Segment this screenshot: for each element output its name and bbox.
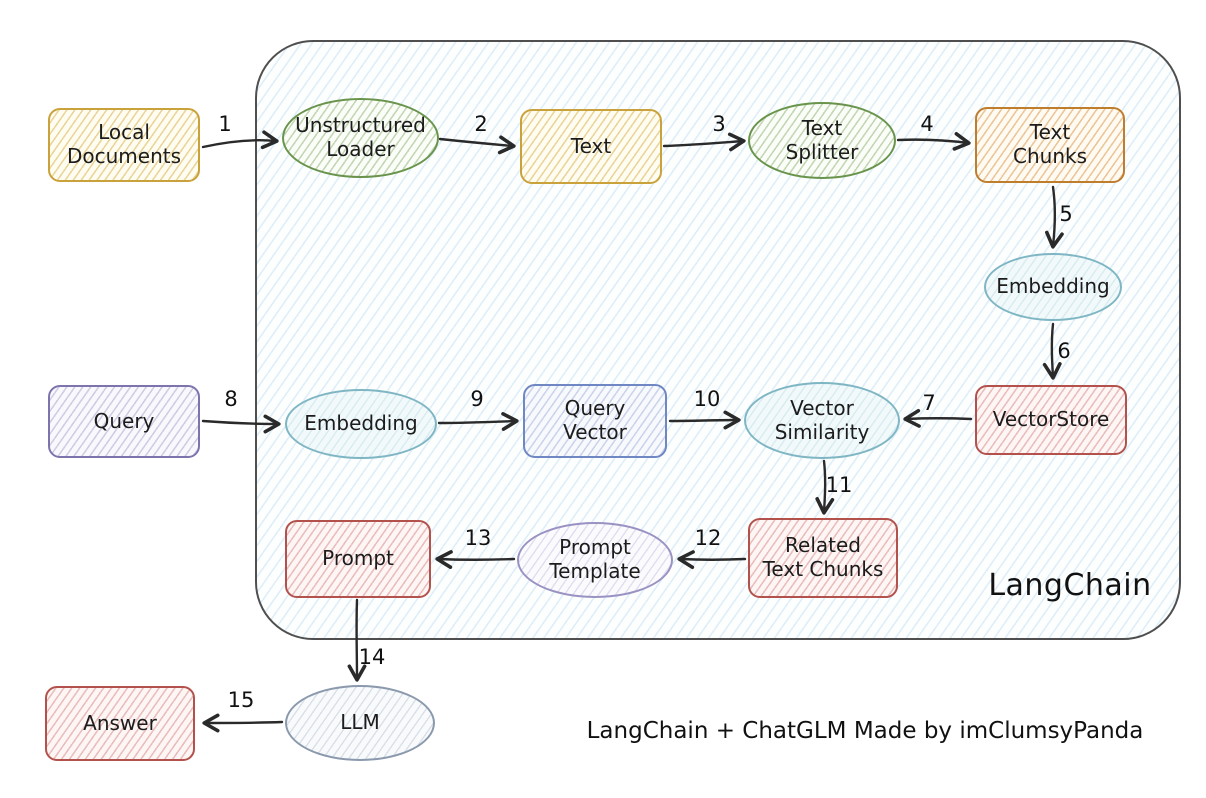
- node-prompt-template: Prompt Template: [517, 522, 673, 598]
- arrow-label-1: 1: [218, 112, 232, 136]
- arrow-label-9: 9: [470, 387, 484, 411]
- node-query: Query: [48, 385, 200, 458]
- arrow-label-4: 4: [920, 112, 934, 136]
- arrow-label-14: 14: [358, 645, 386, 669]
- arrow-label-13: 13: [464, 526, 492, 550]
- node-label-text: Text: [570, 133, 612, 158]
- node-label-answer: Answer: [83, 710, 157, 735]
- arrow-label-12: 12: [694, 526, 722, 550]
- node-related-text-chunks: Related Text Chunks: [748, 518, 898, 598]
- node-label-unstructured-loader: Unstructured Loader: [295, 113, 426, 161]
- arrow-label-3: 3: [712, 112, 726, 136]
- arrow-label-15: 15: [227, 688, 255, 712]
- arrow-label-6: 6: [1057, 339, 1071, 363]
- arrow-label-5: 5: [1059, 202, 1073, 226]
- node-label-related-text-chunks: Related Text Chunks: [762, 533, 884, 581]
- node-label-query: Query: [93, 408, 155, 433]
- arrow-label-11: 11: [825, 473, 853, 497]
- node-label-embedding-left: Embedding: [304, 411, 418, 436]
- arrow-label-8: 8: [224, 387, 238, 411]
- node-text-splitter: Text Splitter: [748, 102, 896, 179]
- node-label-vectorstore: VectorStore: [992, 407, 1110, 432]
- node-label-query-vector: Query Vector: [563, 396, 627, 444]
- node-vector-similarity: Vector Similarity: [744, 382, 900, 459]
- node-label-text-chunks: Text Chunks: [1013, 120, 1087, 168]
- node-query-vector: Query Vector: [523, 384, 667, 458]
- node-text: Text: [520, 109, 662, 184]
- node-label-llm: LLM: [340, 710, 380, 735]
- node-embedding-left: Embedding: [285, 389, 437, 459]
- node-label-vector-similarity: Vector Similarity: [774, 395, 870, 444]
- node-label-embedding-right: Embedding: [996, 274, 1110, 299]
- container-title: LangChain: [988, 568, 1152, 603]
- node-vectorstore: VectorStore: [975, 385, 1127, 455]
- node-label-prompt-template: Prompt Template: [549, 535, 641, 583]
- node-label-text-splitter: Text Splitter: [785, 115, 859, 164]
- arrow-label-10: 10: [693, 387, 721, 411]
- arrow-label-2: 2: [474, 112, 488, 136]
- node-embedding-right: Embedding: [984, 253, 1122, 321]
- node-text-chunks: Text Chunks: [975, 107, 1125, 183]
- diagram-caption: LangChain + ChatGLM Made by imClumsyPand…: [586, 718, 1144, 744]
- node-answer: Answer: [45, 686, 195, 761]
- node-label-local-documents: Local Documents: [66, 120, 182, 168]
- node-llm: LLM: [285, 685, 435, 761]
- node-label-prompt: Prompt: [322, 546, 394, 571]
- node-prompt: Prompt: [285, 520, 431, 598]
- arrow-label-7: 7: [922, 391, 936, 415]
- node-unstructured-loader: Unstructured Loader: [282, 98, 439, 178]
- arrow-15: [202, 713, 284, 733]
- node-local-documents: Local Documents: [48, 108, 200, 182]
